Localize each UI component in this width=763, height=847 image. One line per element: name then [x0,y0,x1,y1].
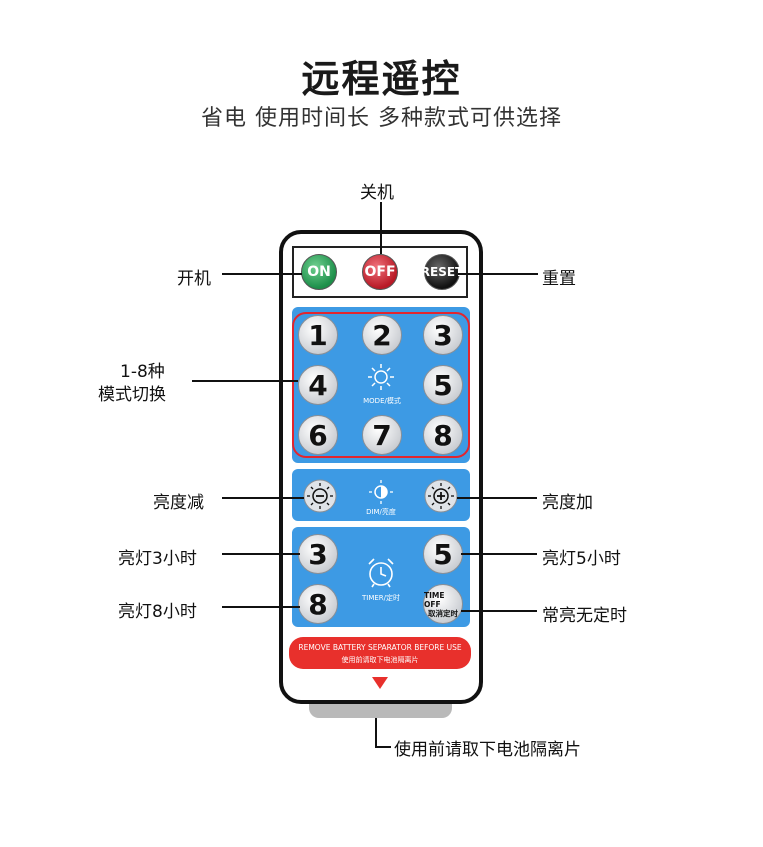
mode-1-button[interactable]: 1 [298,315,338,355]
page-title: 远程遥控 [301,57,462,101]
callout-dim-down-line [222,497,304,499]
mode-3-button[interactable]: 3 [423,315,463,355]
mode-4-button[interactable]: 4 [298,365,338,405]
callout-light5-line [461,553,537,555]
timer-3h-button[interactable]: 3 [298,534,338,574]
arrow-down-icon [372,677,388,689]
alarm-clock-icon [368,558,394,588]
timer-8h-button[interactable]: 8 [298,584,338,624]
on-button[interactable]: ON [301,254,337,290]
mode-2-button[interactable]: 2 [362,315,402,355]
time-off-button[interactable]: TIME OFF 取消定时 [423,584,463,624]
mode-caption: MODE/模式 [363,397,401,405]
callout-dim-down: 亮度减 [153,493,204,513]
callout-light3-line [222,553,300,555]
timer-caption: TIMER/定时 [361,594,401,602]
time-off-label-cn: 取消定时 [428,608,458,618]
mode-highlight-outline [292,312,470,458]
dim-up-button[interactable] [423,478,459,514]
callout-off: 关机 [360,183,394,203]
callout-off-line [380,202,382,254]
dim-caption: DIM/亮度 [366,508,396,516]
callout-on-line [222,273,302,275]
callout-remove-separator: 使用前请取下电池隔离片 [394,740,581,760]
callout-always-on: 常亮无定时 [542,606,627,626]
callout-reset-line [458,273,538,275]
callout-modes-line2: 模式切换 [98,385,166,405]
remote-control-body [279,230,483,704]
battery-warning-banner: REMOVE BATTERY SEPARATOR BEFORE USE 使用前请… [289,637,471,669]
sun-icon [368,364,394,390]
mode-7-button[interactable]: 7 [362,415,402,455]
callout-light3: 亮灯3小时 [118,549,197,569]
callout-modes-line1: 1-8种 [120,362,165,382]
banner-text-cn: 使用前请取下电池隔离片 [341,656,419,664]
time-off-label: TIME OFF [424,590,445,609]
callout-always-on-line [461,610,537,612]
banner-text-en: REMOVE BATTERY SEPARATOR BEFORE USE [298,643,462,652]
mode-8-button[interactable]: 8 [423,415,463,455]
mode-6-button[interactable]: 6 [298,415,338,455]
callout-dim-up: 亮度加 [542,493,593,513]
timer-5h-button[interactable]: 5 [423,534,463,574]
callout-on: 开机 [177,269,211,289]
callout-light5: 亮灯5小时 [542,549,621,569]
page-subtitle: 省电 使用时间长 多种款式可供选择 [201,106,562,131]
callout-separator-hline [375,746,391,748]
mode-5-button[interactable]: 5 [423,365,463,405]
brightness-icon [369,480,393,504]
off-button[interactable]: OFF [362,254,398,290]
reset-button[interactable]: RESET [421,254,463,290]
dim-down-button[interactable] [302,478,338,514]
callout-separator-vline [375,718,377,748]
callout-modes-line [192,380,298,382]
callout-reset: 重置 [542,269,576,289]
callout-light8: 亮灯8小时 [118,602,197,622]
callout-dim-up-line [457,497,537,499]
callout-light8-line [222,606,300,608]
